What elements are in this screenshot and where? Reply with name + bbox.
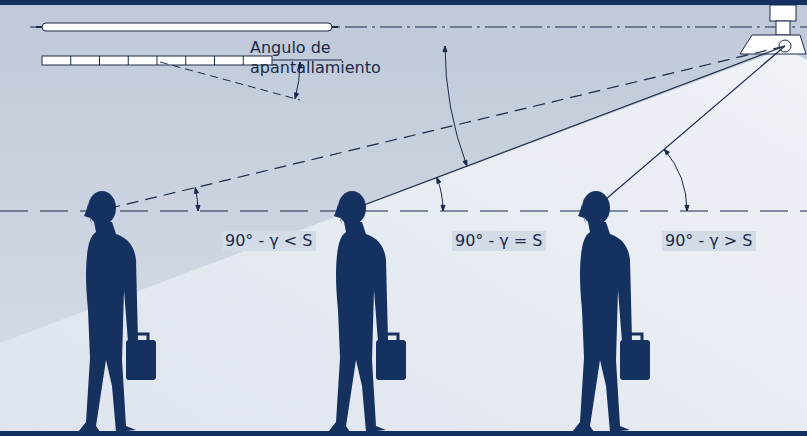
arrow-head bbox=[196, 205, 200, 211]
arrow-head bbox=[195, 188, 199, 194]
angle-arc bbox=[445, 46, 467, 166]
angle-label: Angulo de apantallamiento bbox=[250, 38, 400, 78]
louvre-bar bbox=[185, 56, 186, 65]
arrow-head bbox=[685, 205, 689, 211]
louvre-bar bbox=[157, 56, 158, 65]
angle-condition: 90° - γ > S bbox=[662, 231, 756, 251]
louvre-bar bbox=[70, 56, 71, 65]
louvre-bar bbox=[214, 56, 215, 65]
louvre-bar bbox=[99, 56, 100, 65]
arrow-head bbox=[443, 46, 447, 52]
arrow-head bbox=[441, 205, 445, 211]
angle-condition: 90° - γ < S bbox=[222, 231, 316, 251]
angle-condition: 90° - γ = S bbox=[452, 231, 546, 251]
louvre-bar bbox=[128, 56, 129, 65]
angle-arc bbox=[664, 149, 687, 211]
arrow-head bbox=[295, 93, 299, 99]
louvre-bar bbox=[243, 56, 244, 65]
arrow-head bbox=[664, 149, 669, 155]
arrow-head bbox=[463, 160, 467, 166]
arrow-head bbox=[437, 177, 441, 183]
